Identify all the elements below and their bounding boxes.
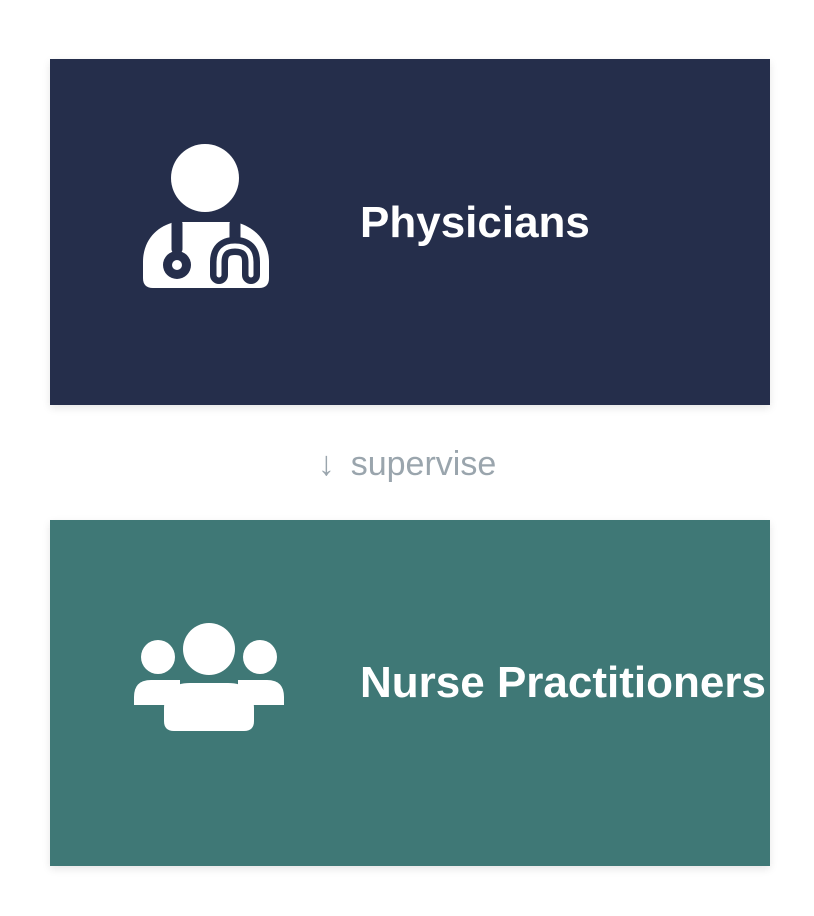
doctor-stethoscope-icon [143,144,269,288]
supervise-connector: ↓ supervise [0,441,814,487]
physicians-label: Physicians [360,198,590,247]
supervise-label: supervise [350,445,497,483]
down-arrow-icon: ↓ [317,445,335,483]
nurse-practitioners-card: Nurse Practitioners [50,520,770,866]
physicians-card: Physicians [50,59,770,405]
stethoscope [163,218,260,284]
users-group-icon [134,623,284,731]
nurse-practitioners-label: Nurse Practitioners [360,658,766,707]
